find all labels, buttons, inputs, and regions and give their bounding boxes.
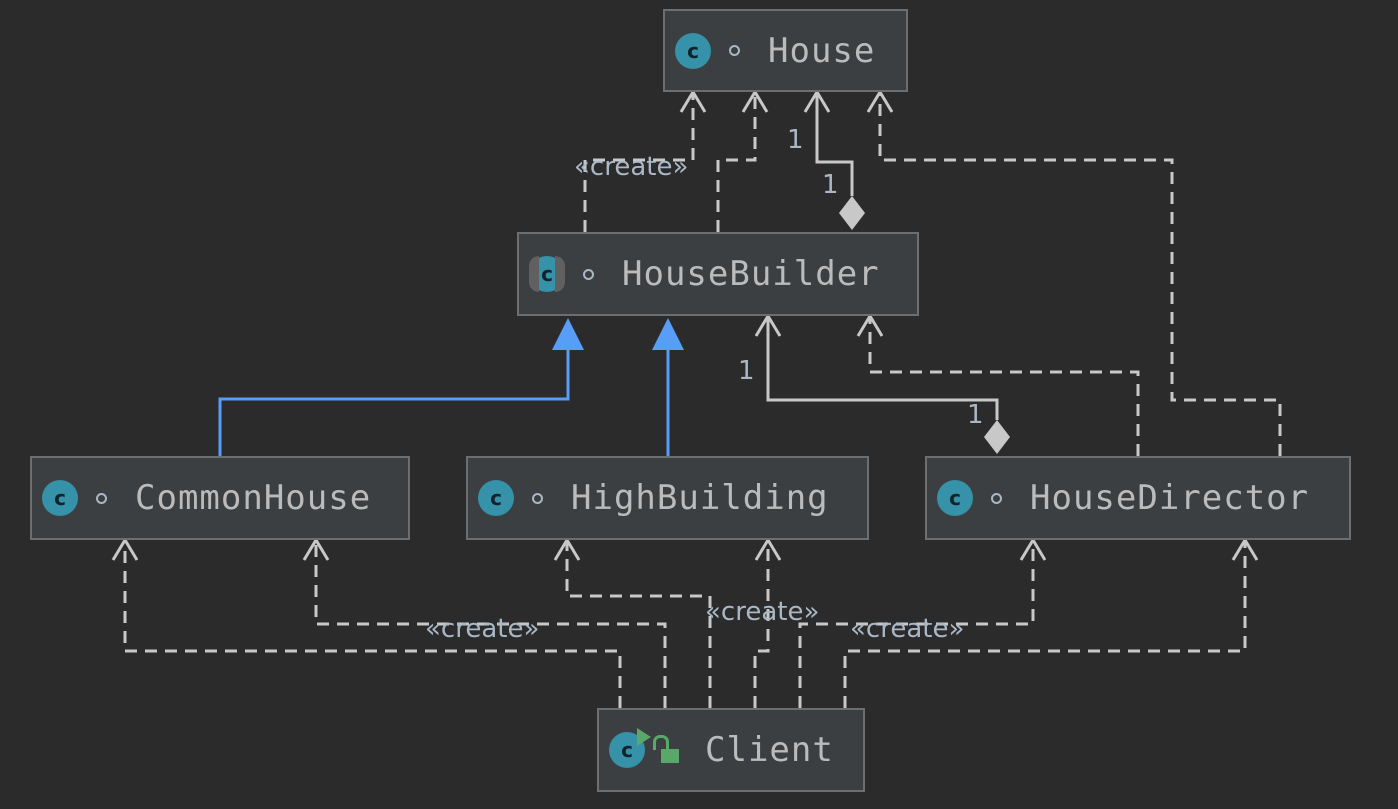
create-label-middle: «create»: [705, 597, 820, 627]
edge-client-dep-commonhouse: [314, 540, 667, 708]
public-access-icon: [653, 735, 679, 763]
class-name: HouseDirector: [1030, 478, 1310, 518]
class-icon: c: [478, 480, 514, 516]
edge-builder-create-house: [583, 92, 695, 232]
edge-builder-dep-house: [716, 92, 757, 232]
run-icon: [637, 728, 651, 746]
arrowhead: [803, 89, 831, 113]
edge-director-dep-builder: [868, 316, 1140, 456]
arrowhead: [553, 537, 581, 561]
class-node-high-building[interactable]: c HighBuilding: [466, 456, 869, 540]
class-name: Client: [705, 730, 834, 770]
composition-diamond: [839, 196, 865, 230]
arrowhead: [111, 537, 139, 561]
multiplicity-label: 1: [967, 400, 984, 430]
arrowhead: [754, 537, 782, 561]
arrowhead: [754, 313, 782, 337]
arrowhead: [679, 89, 707, 113]
create-label-left: «create»: [425, 614, 540, 644]
edge-client-dep-highbuilding: [753, 540, 770, 708]
package-private-icon: [583, 268, 594, 280]
class-icon: c: [937, 480, 973, 516]
arrowhead: [866, 89, 894, 113]
edge-client-create-director: [798, 540, 1035, 708]
class-name: HighBuilding: [571, 478, 829, 518]
create-label-right: «create»: [850, 614, 965, 644]
edge-client-dep-director: [843, 540, 1247, 708]
class-node-house-director[interactable]: c HouseDirector: [925, 456, 1351, 540]
class-node-house[interactable]: c House: [663, 9, 908, 92]
arrowhead: [1231, 537, 1259, 561]
class-icon: c: [675, 32, 711, 69]
class-name: House: [768, 30, 876, 71]
arrowhead: [741, 89, 769, 113]
edge-builder-composes-house: [815, 92, 854, 196]
class-node-client[interactable]: c Client: [597, 708, 865, 792]
inheritance-triangle: [552, 318, 584, 350]
package-private-icon: [729, 45, 740, 56]
create-label-top: «create»: [574, 152, 689, 182]
class-name: HouseBuilder: [622, 254, 880, 294]
arrowhead: [1019, 537, 1047, 561]
inheritance-triangle: [652, 318, 684, 350]
class-icon: c: [42, 480, 78, 516]
multiplicity-label: 1: [822, 170, 839, 200]
edge-client-create-commonhouse: [123, 540, 622, 708]
abstract-class-icon: c: [529, 256, 565, 292]
class-node-common-house[interactable]: c CommonHouse: [30, 456, 410, 540]
class-node-house-builder[interactable]: c HouseBuilder: [517, 232, 919, 316]
class-name: CommonHouse: [135, 478, 372, 518]
package-private-icon: [96, 492, 107, 504]
edge-commonhouse-extends-builder: [218, 350, 570, 456]
edge-director-composes-builder: [766, 316, 999, 420]
multiplicity-label: 1: [787, 125, 804, 155]
runnable-class-icon: c: [609, 728, 651, 768]
package-private-icon: [532, 492, 543, 504]
package-private-icon: [991, 492, 1002, 504]
arrowhead: [856, 313, 884, 337]
multiplicity-label: 1: [738, 356, 755, 386]
edge-director-dep-house: [878, 92, 1282, 456]
edge-client-create-highbuilding: [565, 540, 712, 708]
composition-diamond: [984, 420, 1010, 454]
arrowhead: [302, 537, 330, 561]
